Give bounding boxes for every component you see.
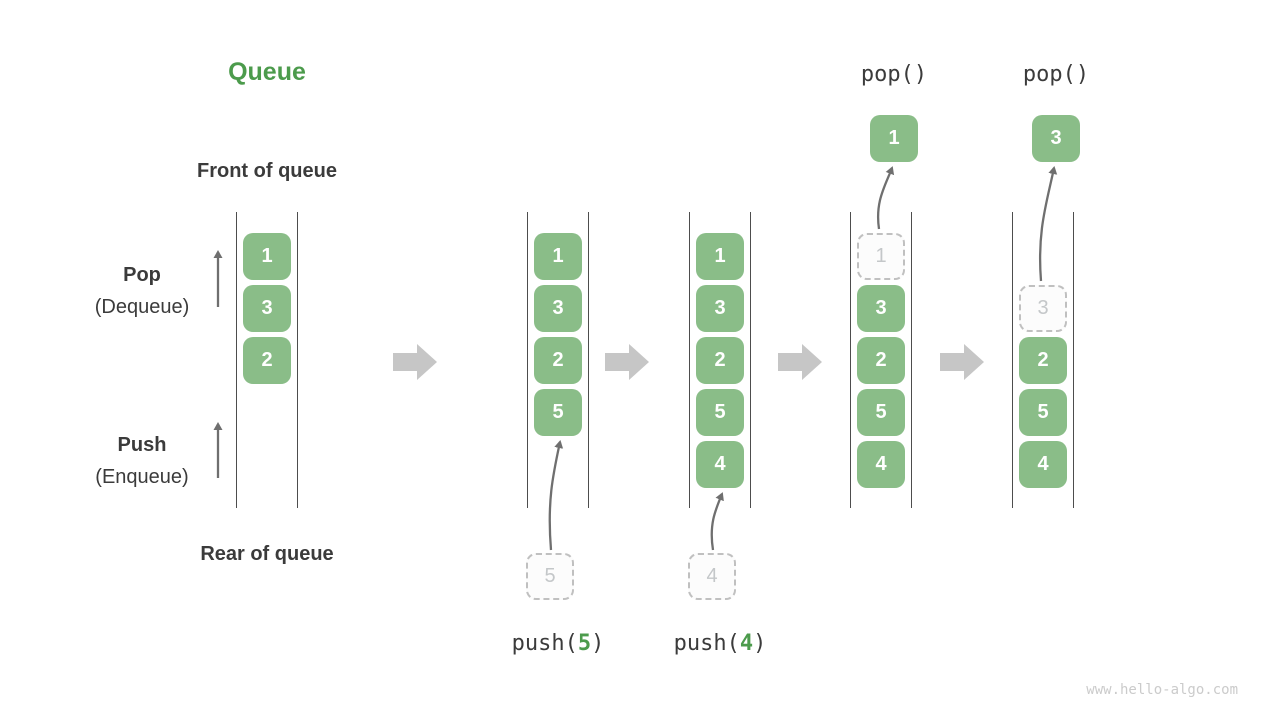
dequeue-label: (Dequeue) (94, 296, 190, 318)
diagram-title: Queue (228, 58, 306, 86)
push-label: Push (117, 434, 167, 456)
push-arrow-icon (548, 440, 564, 551)
queue-item-box: 3 (243, 285, 291, 332)
pop-operation-label: pop() (860, 62, 928, 87)
watermark: www.hello-algo.com (1086, 682, 1238, 698)
queue-rail (296, 212, 299, 508)
queue-rail (688, 212, 691, 508)
incoming-item-box: 5 (526, 553, 574, 600)
queue-item-box: 2 (534, 337, 582, 384)
pop-arrow-icon (877, 166, 895, 230)
queue-rail (849, 212, 852, 508)
state-transition-arrow-icon (778, 344, 822, 380)
push-arrow-icon (710, 492, 724, 551)
queue-item-box: 1 (534, 233, 582, 280)
push-operation-text: ) (591, 631, 605, 656)
queue-item-box: 3 (696, 285, 744, 332)
queue-item-box: 2 (696, 337, 744, 384)
queue-rail (587, 212, 590, 508)
queue-item-box: 5 (696, 389, 744, 436)
push-operation-text: 5 (577, 631, 592, 656)
queue-rail (526, 212, 529, 508)
pop-operation-label: pop() (1022, 62, 1090, 87)
rear-of-queue-label: Rear of queue (200, 543, 334, 565)
queue-rail (910, 212, 913, 508)
queue-item-box: 5 (534, 389, 582, 436)
incoming-item-box: 4 (688, 553, 736, 600)
queue-item-box: 2 (243, 337, 291, 384)
queue-item-box: 2 (1019, 337, 1067, 384)
queue-rail (749, 212, 752, 508)
push-operation-text: push( (511, 631, 578, 656)
queue-item-box: 4 (857, 441, 905, 488)
pop-direction-label: Pop (Dequeue) (52, 259, 232, 323)
queue-item-box: 1 (243, 233, 291, 280)
queue-rail (235, 212, 238, 508)
push-operation-text: push( (673, 631, 740, 656)
popped-item-box: 3 (1032, 115, 1080, 162)
queue-item-box: 5 (1019, 389, 1067, 436)
state-transition-arrow-icon (940, 344, 984, 380)
state-transition-arrow-icon (605, 344, 649, 380)
queue-rail (1011, 212, 1014, 508)
push-operation-label: push(4) (645, 631, 795, 656)
queue-item-box: 4 (696, 441, 744, 488)
queue-item-box: 3 (534, 285, 582, 332)
pop-arrow-icon (1038, 166, 1058, 282)
push-operation-text: ) (753, 631, 767, 656)
push-direction-label: Push (Enqueue) (52, 429, 232, 493)
queue-item-box: 2 (857, 337, 905, 384)
pop-label: Pop (123, 264, 161, 286)
popped-item-box: 1 (870, 115, 918, 162)
queue-rail (1072, 212, 1075, 508)
queue-item-ghost-box: 1 (857, 233, 905, 280)
front-of-queue-label: Front of queue (197, 160, 337, 182)
queue-item-ghost-box: 3 (1019, 285, 1067, 332)
enqueue-label: (Enqueue) (95, 466, 189, 488)
push-operation-text: 4 (739, 631, 754, 656)
state-transition-arrow-icon (393, 344, 437, 380)
queue-item-box: 5 (857, 389, 905, 436)
queue-item-box: 4 (1019, 441, 1067, 488)
push-operation-label: push(5) (483, 631, 633, 656)
queue-item-box: 3 (857, 285, 905, 332)
queue-item-box: 1 (696, 233, 744, 280)
